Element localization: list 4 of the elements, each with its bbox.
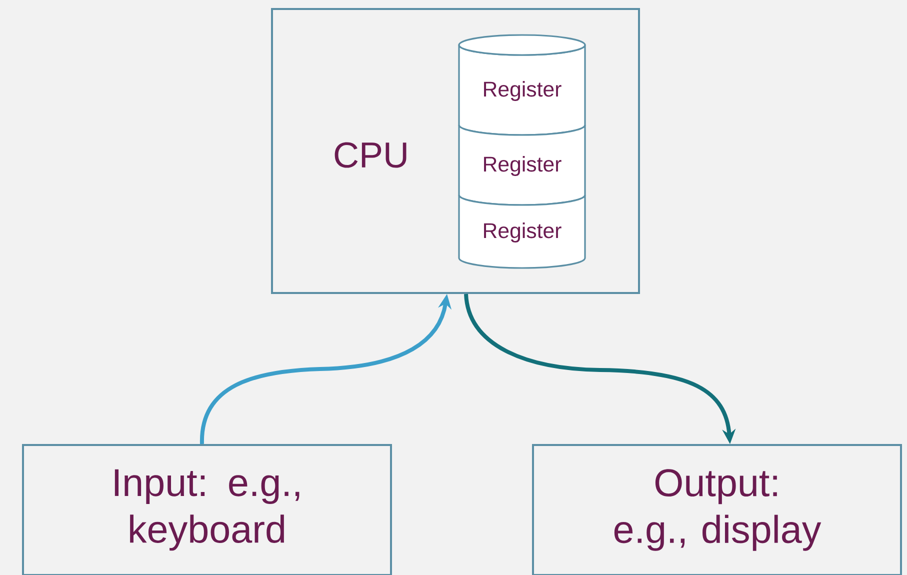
output-box: Output: e.g., display (532, 444, 902, 575)
input-box: Input: e.g., keyboard (22, 444, 392, 575)
register-segment: Register (458, 34, 586, 136)
register-segment: Register (458, 194, 586, 269)
